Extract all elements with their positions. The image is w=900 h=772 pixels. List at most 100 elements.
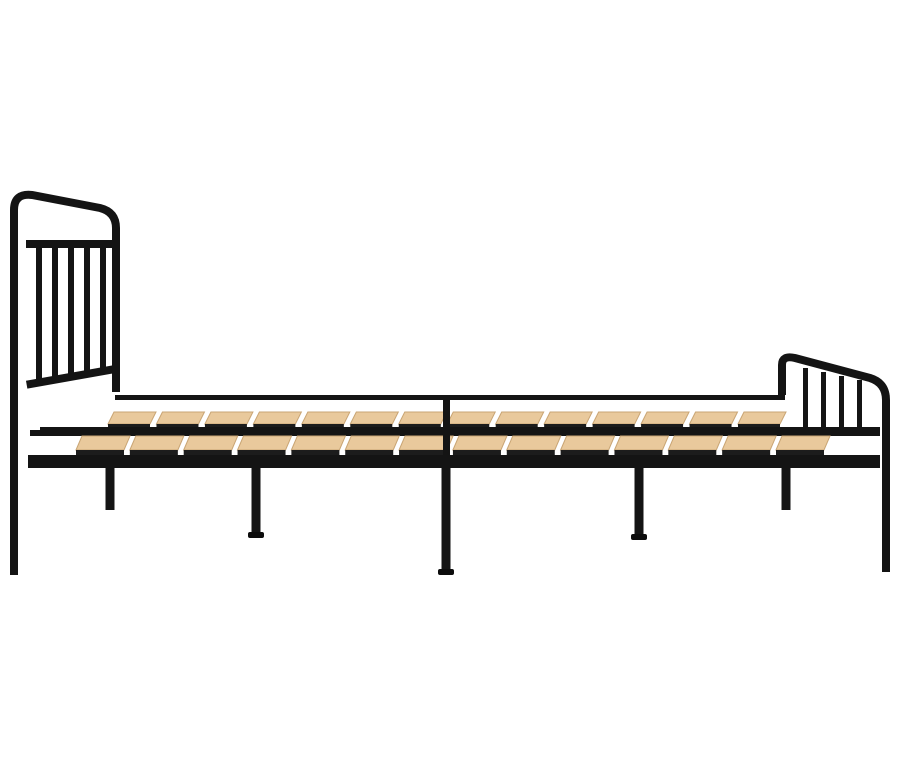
headboard-bar: [84, 248, 90, 374]
slat: [155, 411, 206, 428]
slat: [688, 411, 739, 428]
slat-top: [252, 411, 303, 425]
slat: [543, 411, 593, 428]
slat-top: [613, 435, 670, 451]
slat-top: [446, 411, 497, 425]
slat: [667, 435, 724, 455]
slat: [290, 435, 347, 455]
slat-top: [349, 411, 400, 425]
slat-shadow: [291, 450, 340, 455]
center-post: [443, 400, 450, 465]
slat-top: [506, 435, 562, 451]
slat-top: [775, 435, 831, 451]
headboard-bar: [52, 248, 58, 380]
slat: [591, 411, 642, 428]
front-side-rail: [28, 455, 880, 468]
slat: [349, 411, 400, 428]
slat-top: [236, 435, 293, 451]
leg: [251, 465, 261, 535]
slat: [129, 435, 185, 455]
slat-shadow: [345, 450, 394, 455]
slat-top: [75, 435, 131, 451]
slat-top: [107, 411, 157, 425]
slat-shadow: [776, 450, 824, 455]
slat: [613, 435, 670, 455]
slat-shadow: [452, 450, 501, 455]
slat: [452, 435, 508, 455]
leg: [634, 465, 644, 537]
slat: [398, 435, 454, 455]
slats-front-row: [40, 427, 880, 455]
slat-top: [452, 435, 508, 451]
slat-shadow: [668, 450, 717, 455]
slat-top: [204, 411, 254, 425]
slat-top: [182, 435, 239, 451]
slat: [640, 411, 690, 428]
slat: [446, 411, 497, 428]
slat-top: [301, 411, 351, 425]
slat: [775, 435, 831, 455]
front-legs: [105, 400, 791, 575]
headboard-bar: [36, 248, 42, 383]
slat-shadow: [506, 450, 555, 455]
footboard-bars: [803, 368, 862, 431]
slat-shadow: [237, 450, 286, 455]
mid-rail: [40, 427, 880, 431]
slat-top: [667, 435, 724, 451]
slat-top: [155, 411, 206, 425]
footboard: [778, 353, 890, 572]
headboard-bars: [36, 248, 106, 383]
leg-foot: [248, 532, 264, 538]
slat: [107, 411, 157, 428]
slat-top: [559, 435, 616, 451]
slat-top: [397, 411, 448, 425]
slat-shadow: [722, 450, 771, 455]
slat-top: [640, 411, 690, 425]
slat: [737, 411, 787, 428]
leg-foot: [631, 534, 647, 540]
slat: [506, 435, 562, 455]
headboard: [10, 190, 120, 575]
slat-top: [591, 411, 642, 425]
slat-top: [688, 411, 739, 425]
headboard-bar: [100, 248, 106, 371]
center-support: [30, 430, 880, 436]
leg: [781, 465, 791, 510]
slat: [397, 411, 448, 428]
slat-top: [290, 435, 347, 451]
leg: [105, 465, 115, 510]
slat: [494, 411, 545, 428]
slat: [252, 411, 303, 428]
back-side-rail: [115, 395, 785, 400]
slat: [204, 411, 254, 428]
slat-shadow: [76, 450, 124, 455]
slat-shadow: [129, 450, 178, 455]
footboard-bar: [857, 380, 862, 431]
leg-foot: [438, 569, 454, 575]
slat: [75, 435, 131, 455]
slat-top: [543, 411, 593, 425]
slat-shadow: [183, 450, 232, 455]
slat: [344, 435, 400, 455]
slat-top: [344, 435, 400, 451]
slat: [182, 435, 239, 455]
footboard-bar: [803, 368, 808, 428]
leg: [441, 465, 451, 572]
headboard-bar: [68, 248, 74, 377]
slat: [559, 435, 616, 455]
slat-shadow: [614, 450, 663, 455]
slat-top: [494, 411, 545, 425]
slat-top: [721, 435, 777, 451]
slat: [721, 435, 777, 455]
slat-shadow: [399, 450, 448, 455]
slat: [301, 411, 351, 428]
slat: [236, 435, 293, 455]
slat-shadow: [560, 450, 609, 455]
footboard-bar: [821, 372, 826, 429]
slat-top: [737, 411, 787, 425]
slat-top: [129, 435, 185, 451]
footboard-bar: [839, 376, 844, 430]
